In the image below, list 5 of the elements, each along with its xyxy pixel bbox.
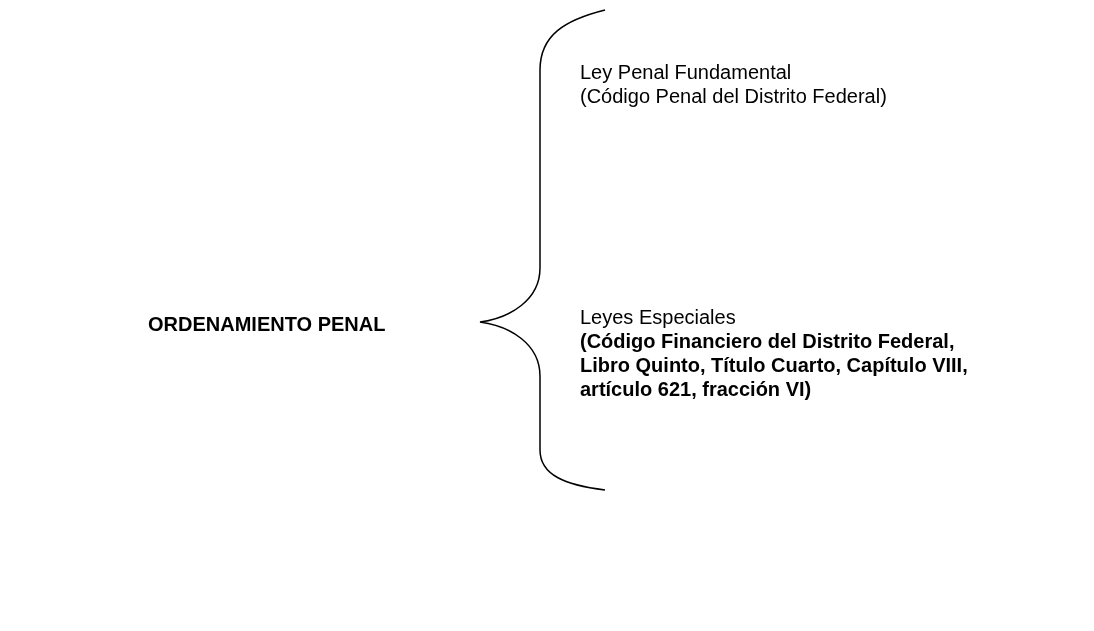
node-text: (Código Penal del Distrito Federal) [580, 84, 888, 108]
node-heading: Leyes Especiales [580, 305, 737, 329]
node-heading: Ley Penal Fundamental [580, 60, 793, 84]
node-heading: ORDENAMIENTO PENAL [148, 312, 387, 336]
node-text: (Código Financiero del Distrito Federal, Libro Quinto, Título Cuarto, Capítulo VIII, artículo 621, fracción VI) [580, 329, 969, 401]
